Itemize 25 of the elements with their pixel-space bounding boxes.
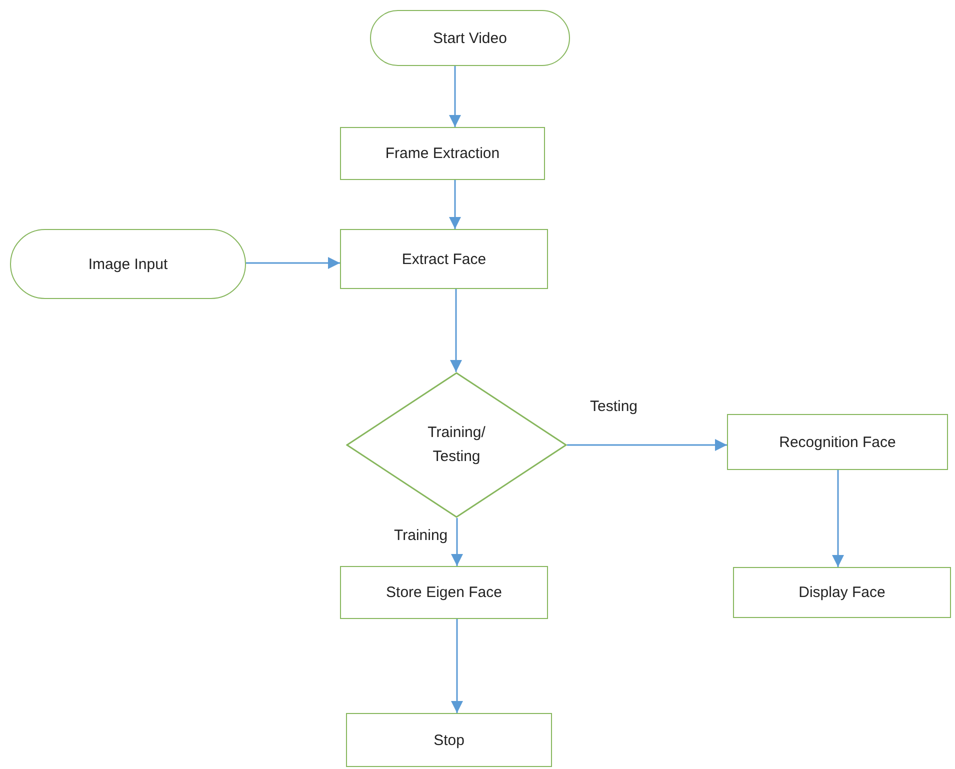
node-label: Frame Extraction — [385, 145, 500, 162]
arrow — [832, 470, 844, 567]
edge-label: Training — [392, 527, 450, 544]
process-box — [733, 567, 951, 618]
arrow — [449, 180, 461, 229]
node-label: Extract Face — [402, 250, 486, 268]
node-label: Start Video — [433, 30, 507, 46]
process-box — [340, 566, 548, 619]
node-label: Training/ Testing — [426, 423, 486, 467]
arrow — [451, 518, 463, 566]
arrow — [449, 66, 461, 127]
node-label: Stop — [434, 732, 464, 748]
process-box — [346, 713, 552, 767]
decision-diamond — [346, 372, 567, 518]
arrow — [246, 257, 340, 269]
node-label: Recognition Face — [779, 434, 896, 450]
arrow — [450, 289, 462, 372]
node-label: Display Face — [798, 584, 886, 601]
process-box — [340, 229, 548, 289]
node-label: Image Input — [88, 256, 168, 272]
arrow — [451, 619, 463, 713]
process-box — [340, 127, 545, 180]
process-box — [727, 414, 948, 470]
node-label: Store Eigen Face — [386, 584, 502, 601]
arrow — [567, 439, 727, 451]
